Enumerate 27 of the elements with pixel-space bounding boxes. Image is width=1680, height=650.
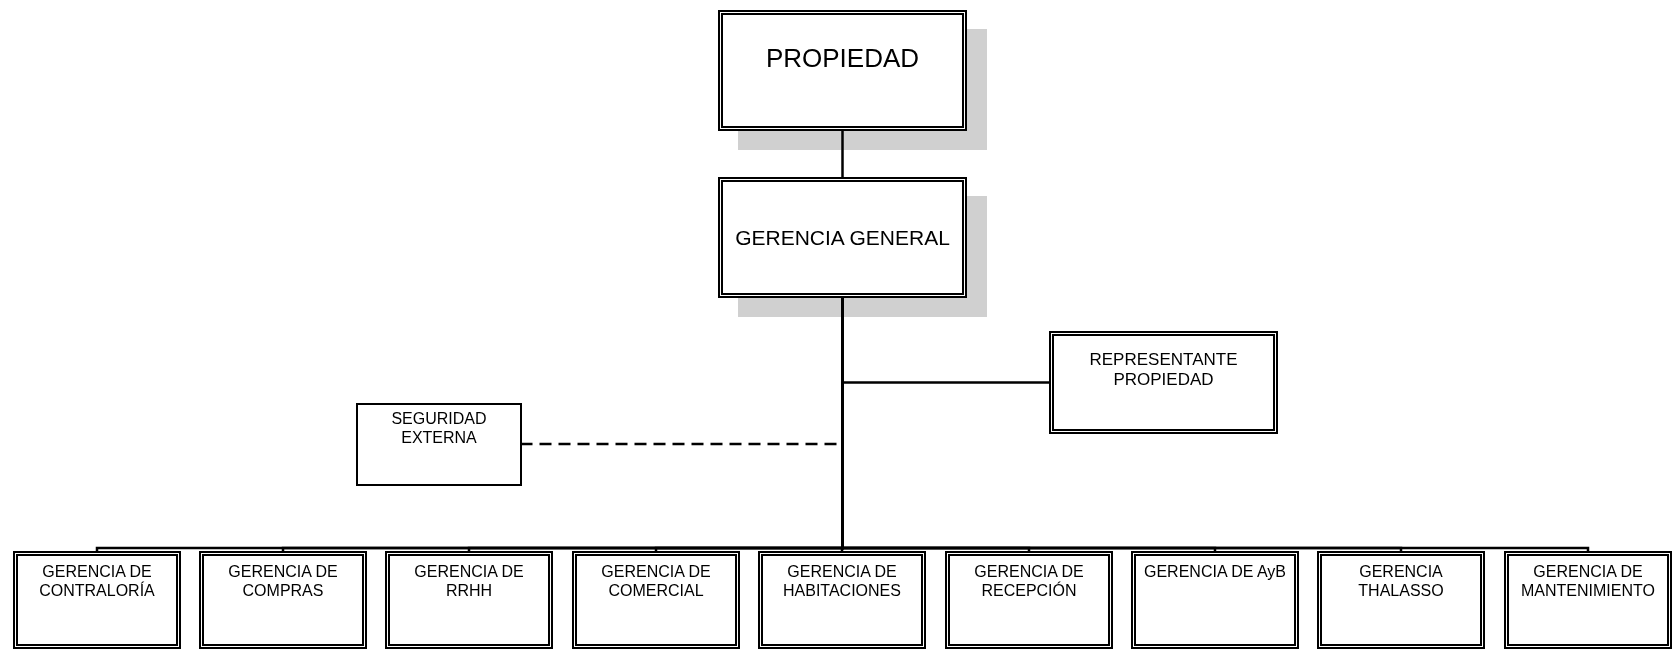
org-box bbox=[199, 551, 367, 649]
org-box bbox=[718, 10, 967, 131]
box-label: REPRESENTANTE PROPIEDAD bbox=[1088, 350, 1239, 391]
box-label: PROPIEDAD bbox=[764, 43, 921, 75]
org-box bbox=[1049, 331, 1278, 434]
org-box bbox=[385, 551, 553, 649]
box-label: GERENCIA DE COMPRAS bbox=[227, 562, 339, 601]
box-label: GERENCIA DE RRHH bbox=[413, 562, 525, 601]
org-box bbox=[13, 551, 181, 649]
org-box bbox=[572, 551, 740, 649]
org-box bbox=[718, 177, 967, 298]
box-label: GERENCIA DE HABITACIONES bbox=[782, 562, 902, 601]
box-label: GERENCIA DE MANTENIMIENTO bbox=[1520, 562, 1656, 601]
org-box bbox=[1131, 551, 1299, 649]
box-label: GERENCIA DE CONTRALORÍA bbox=[38, 562, 156, 601]
box-label: GERENCIA DE COMERCIAL bbox=[600, 562, 712, 601]
org-box bbox=[758, 551, 926, 649]
box-label: GERENCIA THALASSO bbox=[1357, 562, 1445, 601]
box-label: SEGURIDAD EXTERNA bbox=[390, 409, 488, 448]
connector-line bbox=[841, 131, 844, 177]
org-box bbox=[1504, 551, 1672, 649]
box-label: GERENCIA GENERAL bbox=[734, 224, 951, 251]
org-box bbox=[1317, 551, 1485, 649]
org-box bbox=[945, 551, 1113, 649]
box-label: GERENCIA DE AyB bbox=[1143, 562, 1287, 582]
org-box bbox=[356, 403, 522, 486]
box-label: GERENCIA DE RECEPCIÓN bbox=[973, 562, 1085, 601]
